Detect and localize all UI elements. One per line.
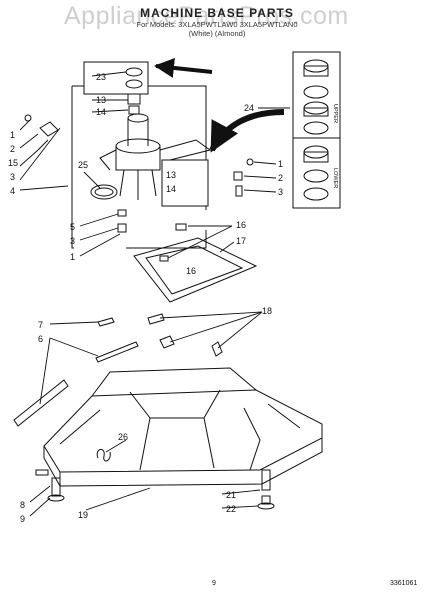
page-title: MACHINE BASE PARTS	[140, 6, 294, 20]
spring-clip	[96, 449, 111, 462]
document-number: 3361061	[390, 580, 418, 587]
machine-base-frame	[43, 367, 323, 487]
inset-upper-label: UPPER	[332, 104, 338, 123]
curved-arrow	[209, 109, 285, 153]
callout-3-left: 3	[10, 172, 15, 182]
clip-18b	[159, 335, 175, 349]
leader-lines	[19, 71, 290, 517]
foot-right	[257, 469, 275, 510]
callout-14: 14	[96, 107, 106, 117]
clamp-plate	[133, 223, 258, 303]
callout-15: 15	[8, 158, 18, 168]
callout-23: 23	[96, 72, 106, 82]
clamp-inset-box	[161, 159, 209, 207]
callout-9: 9	[20, 514, 25, 524]
inset-lower-label: LOWER	[332, 168, 338, 188]
callout-3-mid: 3	[70, 236, 75, 246]
page-number: 9	[212, 580, 216, 587]
bearing-stack-upper	[303, 59, 329, 135]
color-line: (White) (Almond)	[188, 29, 246, 38]
header: MACHINE BASE PARTS For Models: 3XLA5PWTL…	[0, 6, 434, 38]
upper-inset-box	[83, 61, 149, 95]
callout-2-right: 2	[278, 173, 283, 183]
seal-ring	[90, 184, 118, 200]
callout-1-left: 1	[10, 130, 15, 140]
pointer-arrow	[154, 57, 213, 78]
callout-1-right: 1	[278, 159, 283, 169]
callout-3-right: 3	[278, 187, 283, 197]
callout-2-left: 2	[10, 144, 15, 154]
callout-4: 4	[10, 186, 15, 196]
clip-18a	[147, 313, 165, 325]
callout-8: 8	[20, 500, 25, 510]
foot-left	[35, 469, 65, 502]
callout-18: 18	[262, 306, 272, 316]
callout-16-b: 16	[186, 266, 196, 276]
callout-7: 7	[38, 320, 43, 330]
callout-13-right: 13	[166, 170, 176, 180]
callout-22: 22	[226, 504, 236, 514]
callout-6: 6	[38, 334, 43, 344]
callout-14-right: 14	[166, 184, 176, 194]
callout-17: 17	[236, 236, 246, 246]
callout-5: 5	[70, 222, 75, 232]
callout-21: 21	[226, 490, 236, 500]
callout-1-mid: 1	[70, 252, 75, 262]
callout-19: 19	[78, 510, 88, 520]
clip-18c	[211, 341, 223, 357]
bearing-stack-lower	[303, 145, 329, 201]
callout-labels: 23 13 14 24 1 2 15 3 4 25 13 14 1 2 3 5 …	[8, 72, 283, 524]
callout-13: 13	[96, 95, 106, 105]
strip-7	[97, 317, 115, 327]
strip-6	[95, 341, 139, 363]
model-line: For Models: 3XLA5PWTLAW0 3XLA5PWTLAN0	[136, 20, 298, 29]
callout-24: 24	[244, 103, 254, 113]
callout-26: 26	[118, 432, 128, 442]
gearcase-assembly	[99, 113, 212, 200]
callout-25: 25	[78, 160, 88, 170]
brace-6	[13, 379, 69, 427]
callout-16: 16	[236, 220, 246, 230]
